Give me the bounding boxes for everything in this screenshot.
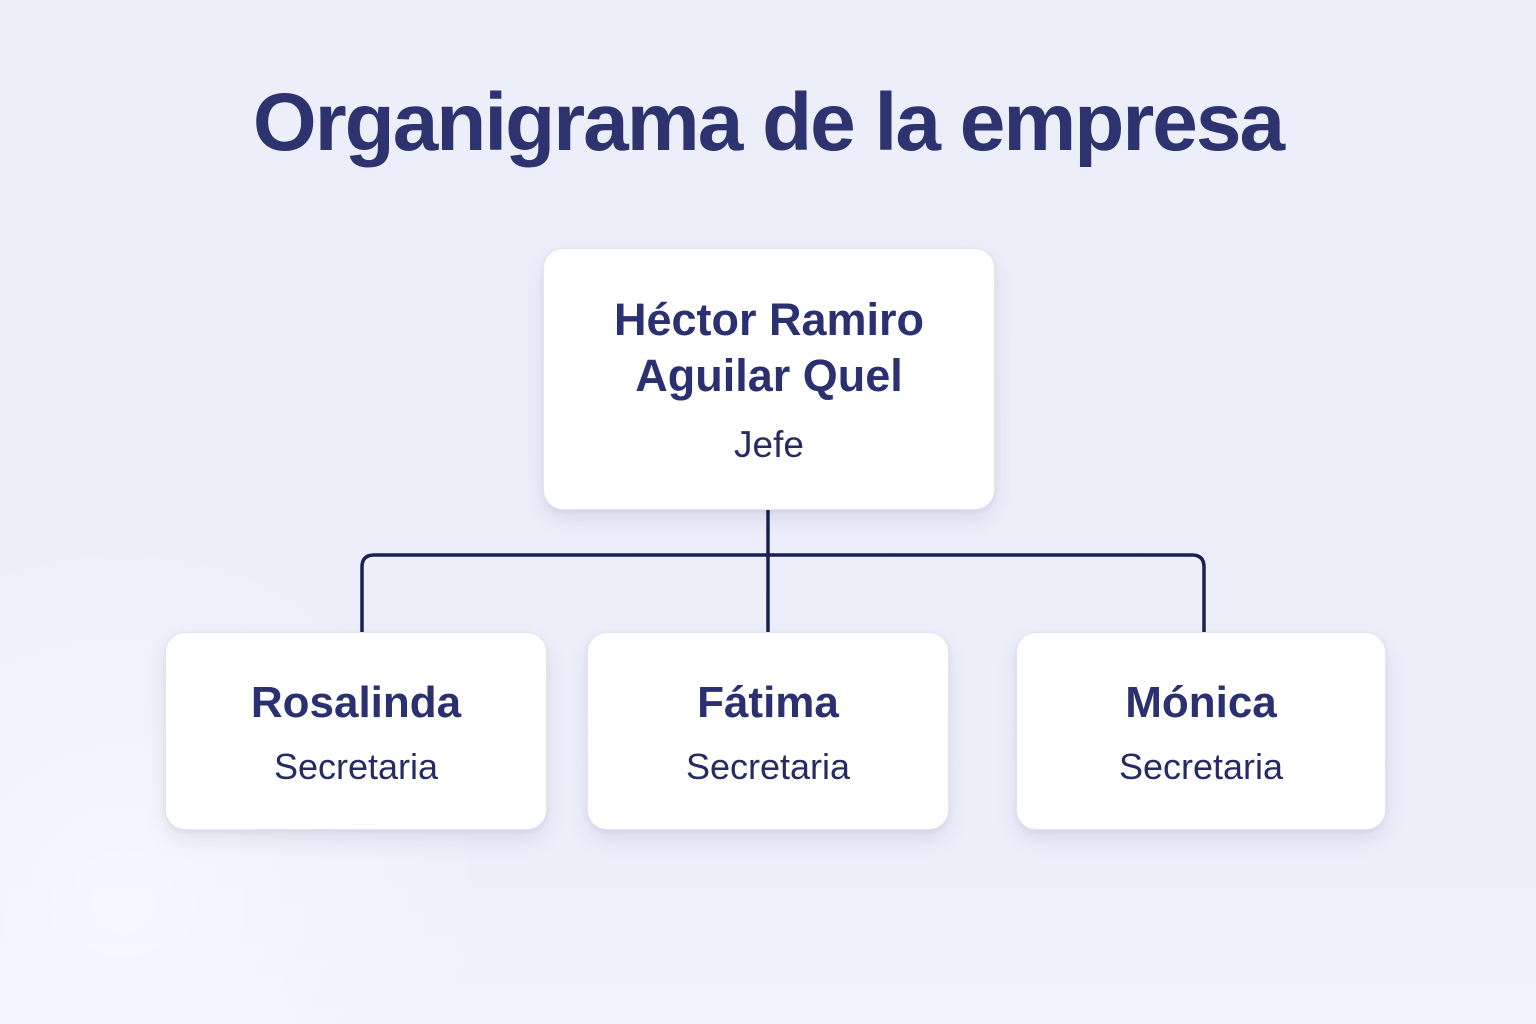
org-node-child-fatima: Fátima Secretaria (587, 632, 949, 830)
org-node-child-rosalinda: Rosalinda Secretaria (165, 632, 547, 830)
node-name: Fátima (697, 677, 839, 727)
node-role: Secretaria (685, 745, 851, 787)
node-role: Secretaria (273, 745, 439, 787)
node-name: Héctor Ramiro Aguilar Quel (613, 293, 925, 401)
page-title: Organigrama de la empresa (252, 77, 1285, 168)
node-role: Jefe (734, 424, 804, 466)
node-role: Secretaria (1118, 745, 1284, 787)
connector-branch-rail (360, 553, 1206, 636)
node-name: Rosalinda (250, 677, 462, 727)
org-node-root: Héctor Ramiro Aguilar Quel Jefe (543, 248, 995, 510)
node-name: Mónica (1125, 677, 1277, 727)
org-node-child-monica: Mónica Secretaria (1016, 632, 1386, 830)
